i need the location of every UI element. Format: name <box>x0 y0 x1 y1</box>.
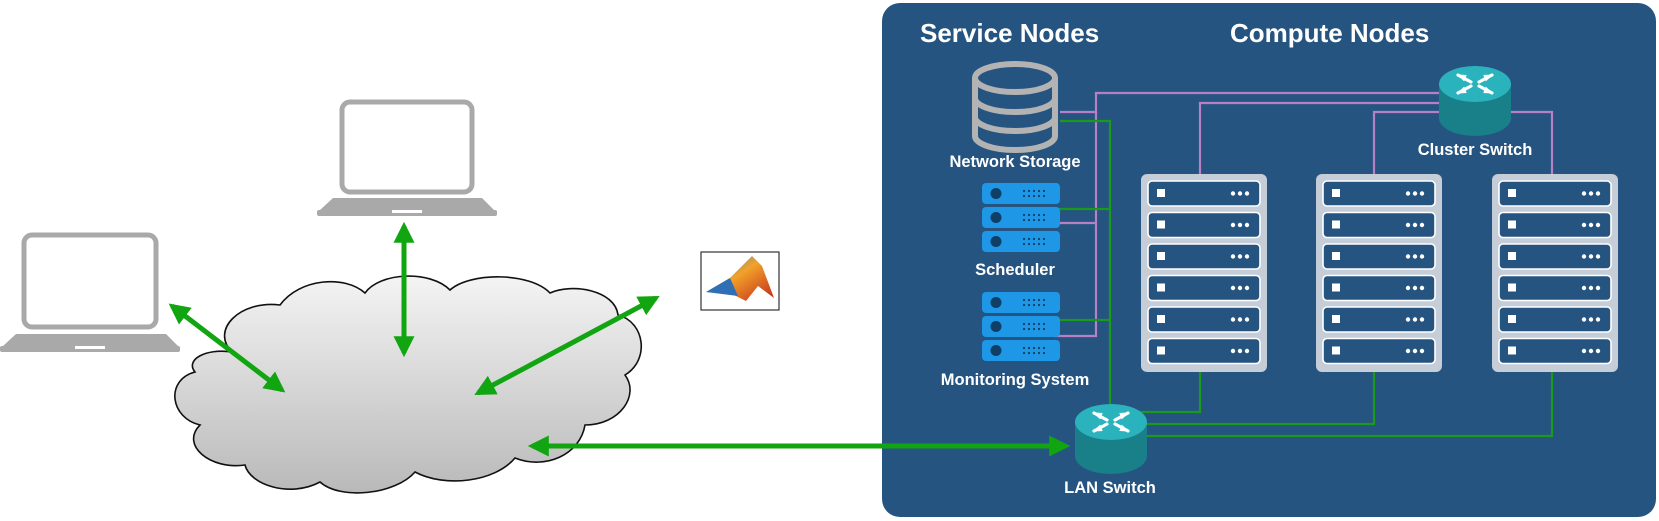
compute-node-unit <box>1498 211 1612 239</box>
server-unit <box>982 340 1060 361</box>
lan-switch-label: LAN Switch <box>1064 479 1156 497</box>
compute-node-unit <box>1322 243 1436 270</box>
compute-node-unit <box>1147 243 1261 270</box>
database-icon <box>972 61 1058 153</box>
compute-rack-icon <box>1141 174 1267 372</box>
network-storage-label: Network Storage <box>949 153 1081 171</box>
server-stack-icon <box>982 292 1060 361</box>
server-unit <box>982 183 1060 204</box>
cluster-switch-icon <box>1439 66 1511 136</box>
compute-node-unit <box>1322 306 1436 333</box>
compute-node-unit <box>1147 337 1261 365</box>
compute-node-unit <box>1147 180 1261 207</box>
lan-switch-links <box>1054 119 1554 438</box>
laptop-icon <box>317 99 497 216</box>
scheduler-label: Scheduler <box>975 261 1055 279</box>
compute-node-unit <box>1322 337 1436 365</box>
server-unit <box>982 292 1060 313</box>
server-stack-icon <box>982 183 1060 252</box>
cluster-switch-label: Cluster Switch <box>1417 141 1533 159</box>
compute-node-unit <box>1498 337 1612 365</box>
service-servers <box>982 183 1060 361</box>
compute-node-unit <box>1147 306 1261 333</box>
compute-node-unit <box>1147 211 1261 239</box>
server-unit <box>982 316 1060 337</box>
compute-node-unit <box>1322 274 1436 302</box>
matlab-logo-icon <box>700 251 780 311</box>
compute-node-unit <box>1498 274 1612 302</box>
compute-rack-icon <box>1316 174 1442 372</box>
compute-racks <box>1141 174 1618 372</box>
compute-node-unit <box>1147 274 1261 302</box>
compute-node-unit <box>1498 180 1612 207</box>
server-unit <box>982 231 1060 252</box>
compute-nodes-title: Compute Nodes <box>1230 18 1430 48</box>
lan-switch-icon <box>1075 404 1147 474</box>
client-connection-arrows <box>168 221 1071 457</box>
cloud-icon <box>174 275 642 494</box>
compute-node-unit <box>1498 306 1612 333</box>
compute-rack-icon <box>1492 174 1618 372</box>
laptop-icon <box>0 232 180 352</box>
monitoring-system-label: Monitoring System <box>940 371 1090 389</box>
compute-node-unit <box>1498 243 1612 270</box>
cluster-switch-links <box>1054 91 1554 338</box>
server-unit <box>982 207 1060 228</box>
compute-node-unit <box>1322 180 1436 207</box>
service-nodes-title: Service Nodes <box>920 18 1100 48</box>
compute-node-unit <box>1322 211 1436 239</box>
